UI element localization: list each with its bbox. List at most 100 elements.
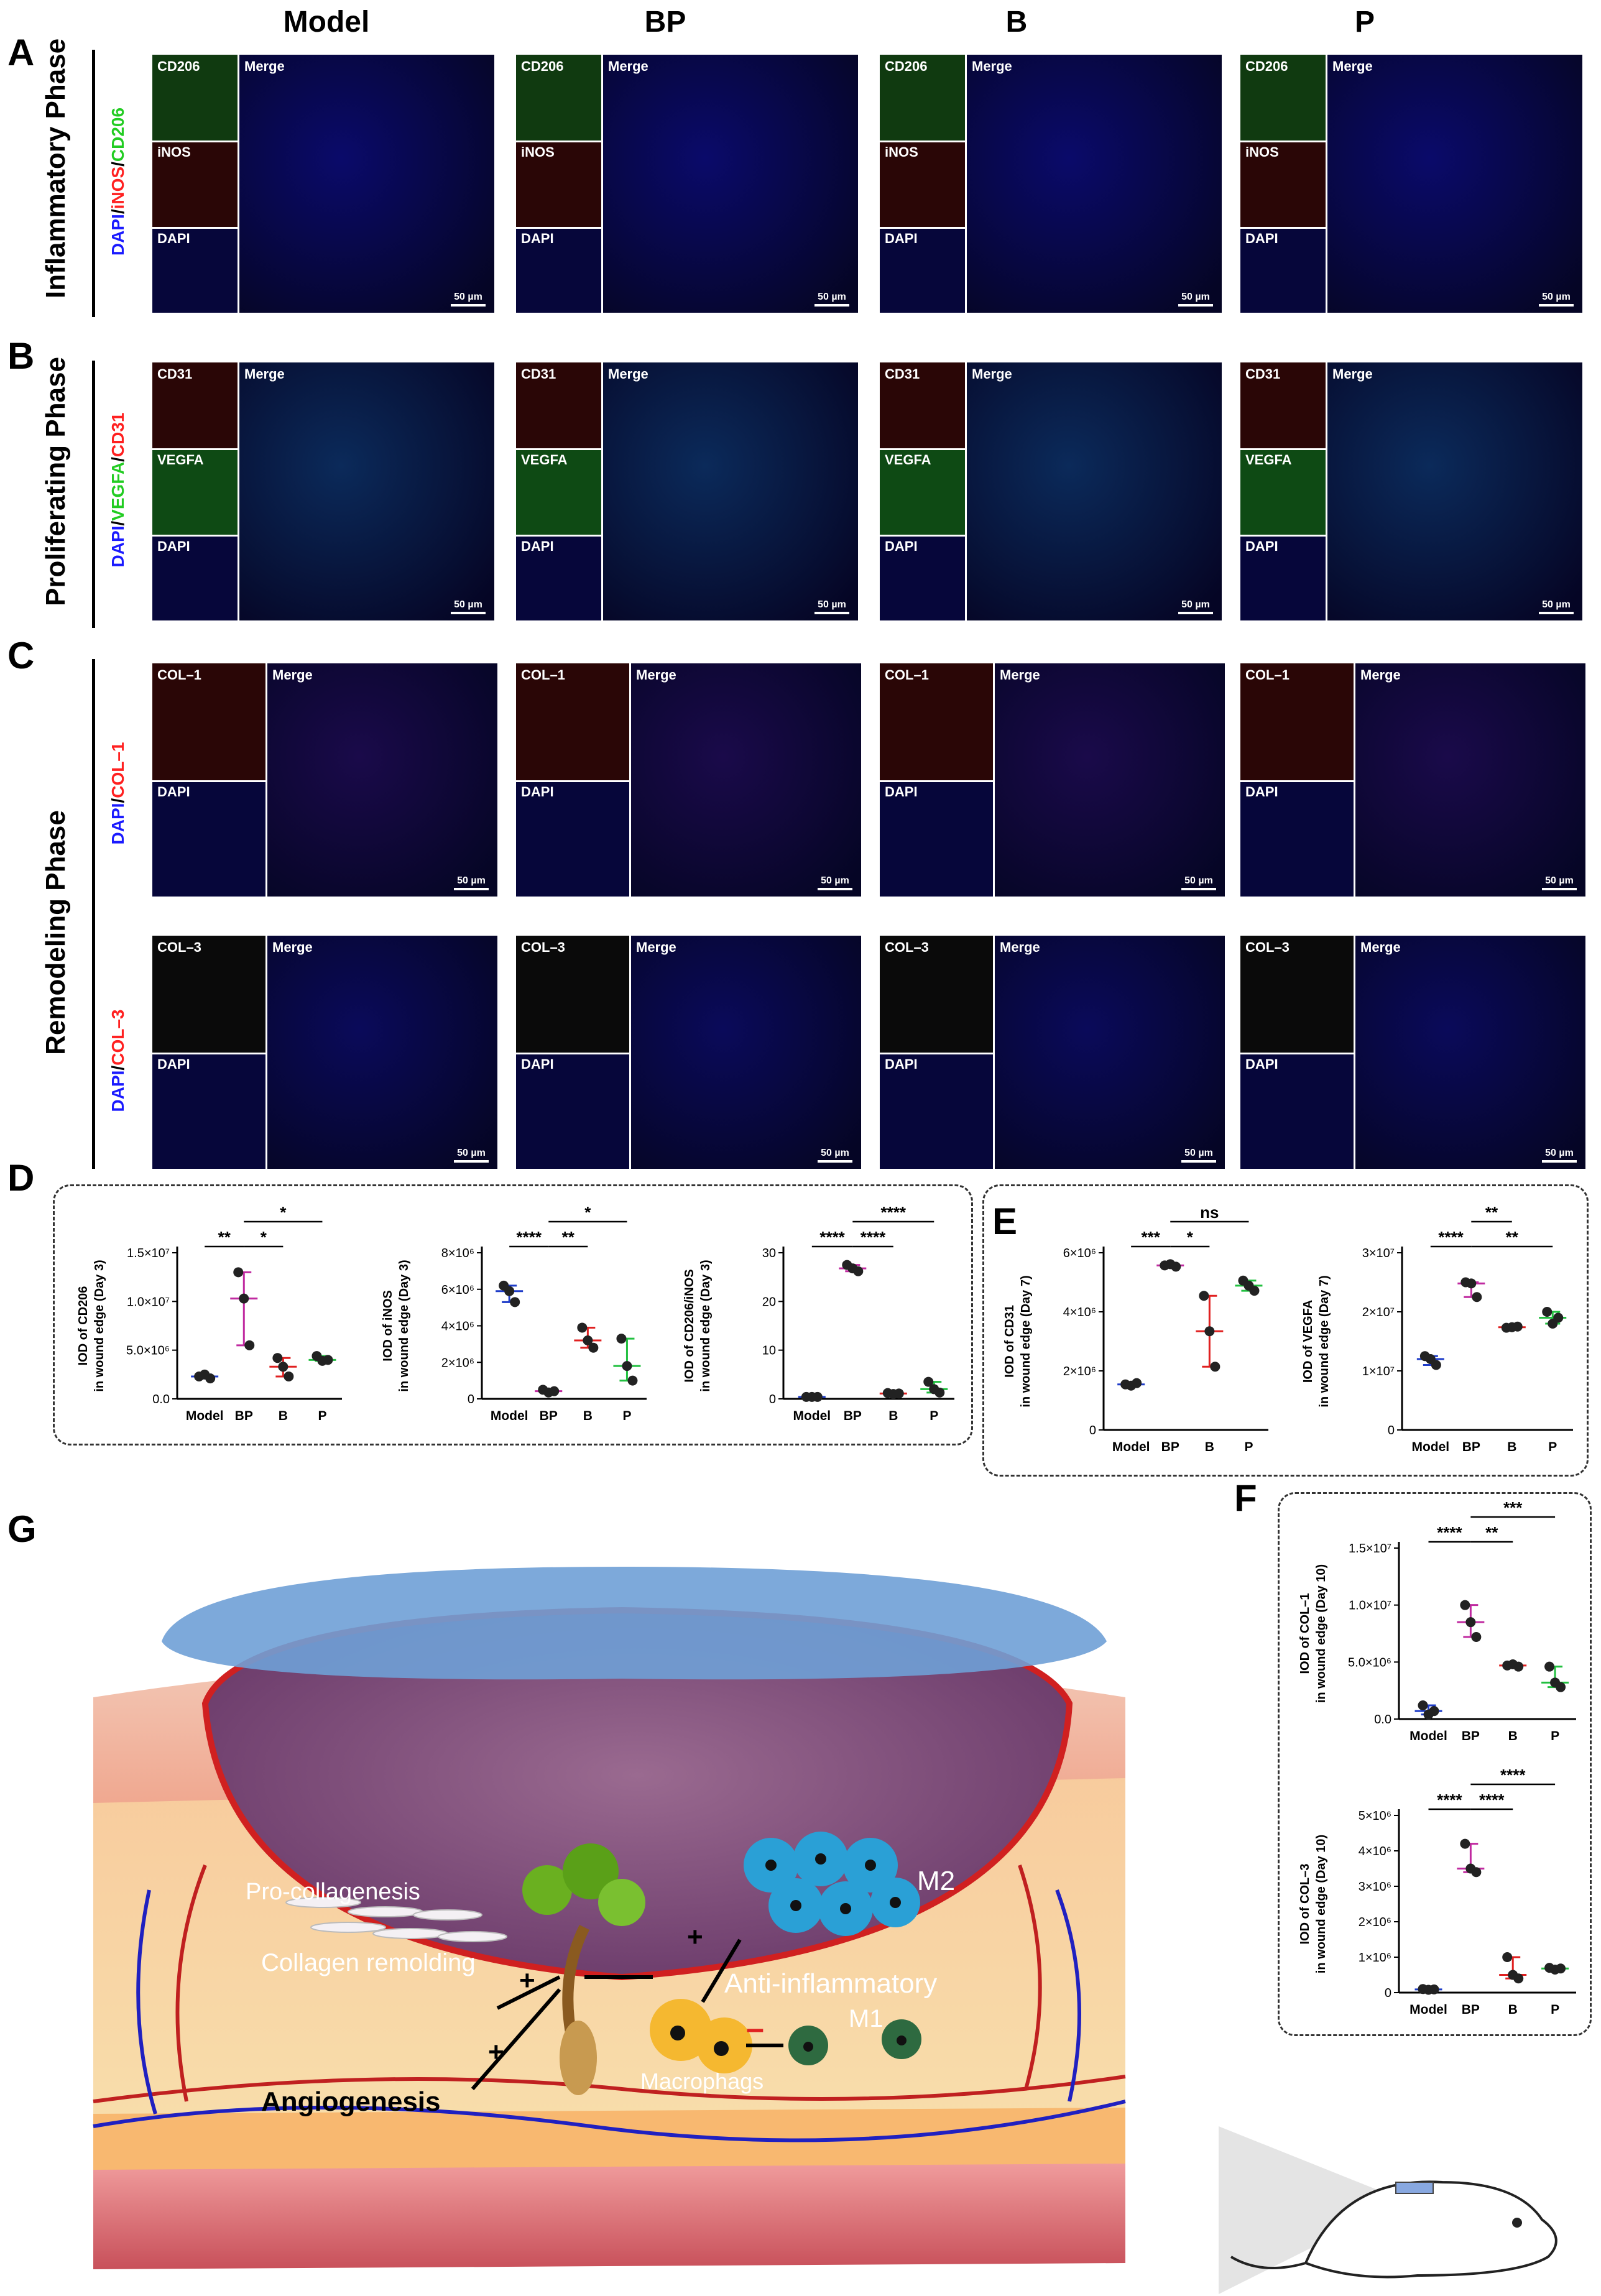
subpanel-cd31: CD31	[152, 362, 239, 449]
collagen-fibers	[285, 1897, 507, 1942]
label-pro-collagenesis: Pro-collagenesis	[246, 1879, 420, 1905]
subpanel-label: CD31	[1245, 366, 1281, 382]
subpanel-vegfa: VEGFA	[880, 448, 967, 535]
x-tick-label: Model	[1410, 2003, 1447, 2017]
subpanel-divider	[1240, 448, 1327, 451]
subpanel-dapi: DAPI	[880, 226, 967, 313]
subpanel-divider	[516, 226, 603, 229]
data-point	[233, 1267, 244, 1278]
significance-label: *	[1187, 1228, 1194, 1247]
subpanel-col–3: COL–3	[880, 936, 995, 1053]
subpanel-label: COL–3	[1245, 939, 1290, 955]
merge-label: Merge	[608, 58, 648, 74]
x-tick-label: B	[1205, 1440, 1214, 1454]
column-header-model: Model	[283, 6, 370, 39]
x-tick-label: BP	[1161, 1440, 1179, 1454]
y-tick-label: 5.0×10⁶	[1348, 1656, 1391, 1669]
data-point	[272, 1353, 283, 1363]
y-tick-label: 3×10⁷	[1362, 1247, 1395, 1260]
x-tick-label: P	[622, 1409, 631, 1423]
x-tick-label: BP	[540, 1409, 558, 1423]
y-tick-label: 1×10⁷	[1362, 1365, 1395, 1378]
y-axis-label: in wound edge (Day 10)	[1314, 1835, 1328, 1973]
data-point	[549, 1386, 560, 1396]
data-point	[812, 1391, 823, 1402]
subpanel-label: COL–1	[1245, 667, 1290, 683]
subpanel-vegfa: VEGFA	[1240, 448, 1327, 535]
panel-label-a: A	[7, 32, 35, 73]
scale-bar: 50 µm	[1542, 875, 1577, 890]
merge-label: Merge	[1332, 366, 1373, 382]
data-point	[616, 1334, 627, 1344]
y-axis-label: in wound edge (Day 3)	[93, 1260, 106, 1391]
scale-bar: 50 µm	[1539, 292, 1574, 307]
data-point	[622, 1361, 632, 1372]
data-point	[323, 1355, 333, 1365]
subpanel-dapi: DAPI	[152, 534, 239, 620]
subpanel-label: DAPI	[1245, 1056, 1278, 1072]
data-point	[284, 1371, 294, 1381]
data-point	[1553, 1312, 1564, 1323]
subpanel-divider	[1240, 141, 1327, 143]
data-point	[1204, 1326, 1215, 1337]
subpanel-cd31: CD31	[880, 362, 967, 449]
scale-bar-line	[1181, 888, 1216, 890]
significance-label: ****	[1500, 1766, 1526, 1784]
x-tick-label: P	[1548, 1440, 1557, 1454]
stain-segment: DAPI	[108, 214, 127, 256]
scale-bar-label: 50 µm	[457, 1148, 486, 1158]
phase-label-inflammatory: Inflammatory Phase	[40, 38, 71, 298]
data-point	[1502, 1952, 1513, 1962]
scale-bar-label: 50 µm	[1545, 1148, 1574, 1158]
subpanel-label: DAPI	[1245, 538, 1278, 554]
subpanel-divider	[880, 448, 967, 451]
y-tick-label: 2×10⁷	[1362, 1306, 1395, 1319]
stain-segment: DAPI	[108, 1070, 127, 1112]
stain-segment: /	[108, 162, 127, 167]
column-header-p: P	[1354, 6, 1375, 39]
data-point	[923, 1376, 934, 1387]
panel-label-d: D	[7, 1157, 35, 1199]
subpanel-divider	[880, 1052, 995, 1054]
m1-cells	[788, 2019, 921, 2065]
y-tick-label: 30	[762, 1247, 776, 1260]
subpanel-divider	[516, 141, 603, 143]
subpanel-dapi: DAPI	[1240, 1052, 1355, 1169]
stain-segment: CD206	[108, 107, 127, 162]
data-point	[205, 1373, 216, 1384]
merge-label: Merge	[244, 366, 285, 382]
data-point	[893, 1388, 904, 1399]
merge-label: Merge	[244, 58, 285, 74]
subpanel-label: DAPI	[521, 1056, 554, 1072]
y-tick-label: 0	[468, 1393, 474, 1406]
subpanel-label: DAPI	[157, 1056, 190, 1072]
stain-segment: VEGFA	[108, 461, 127, 521]
y-tick-label: 5.0×10⁶	[126, 1344, 170, 1358]
subpanel-divider	[880, 226, 967, 229]
scale-bar-line	[454, 888, 489, 890]
panel-label-b: B	[7, 335, 35, 377]
y-tick-label: 0	[1385, 1986, 1391, 2000]
scale-bar-line	[451, 304, 486, 307]
data-point	[627, 1375, 638, 1386]
subpanel-vegfa: VEGFA	[516, 448, 603, 535]
subpanel-divider	[1240, 780, 1355, 782]
stain-segment: iNOS	[108, 166, 127, 210]
subpanel-dapi: DAPI	[516, 1052, 631, 1169]
x-tick-label: Model	[186, 1409, 224, 1423]
y-tick-label: 0	[1388, 1424, 1395, 1437]
merge-label: Merge	[636, 667, 676, 683]
scale-bar-line	[1542, 1160, 1577, 1163]
scale-bar-line	[814, 304, 849, 307]
mouse-illustration	[1219, 2126, 1557, 2294]
